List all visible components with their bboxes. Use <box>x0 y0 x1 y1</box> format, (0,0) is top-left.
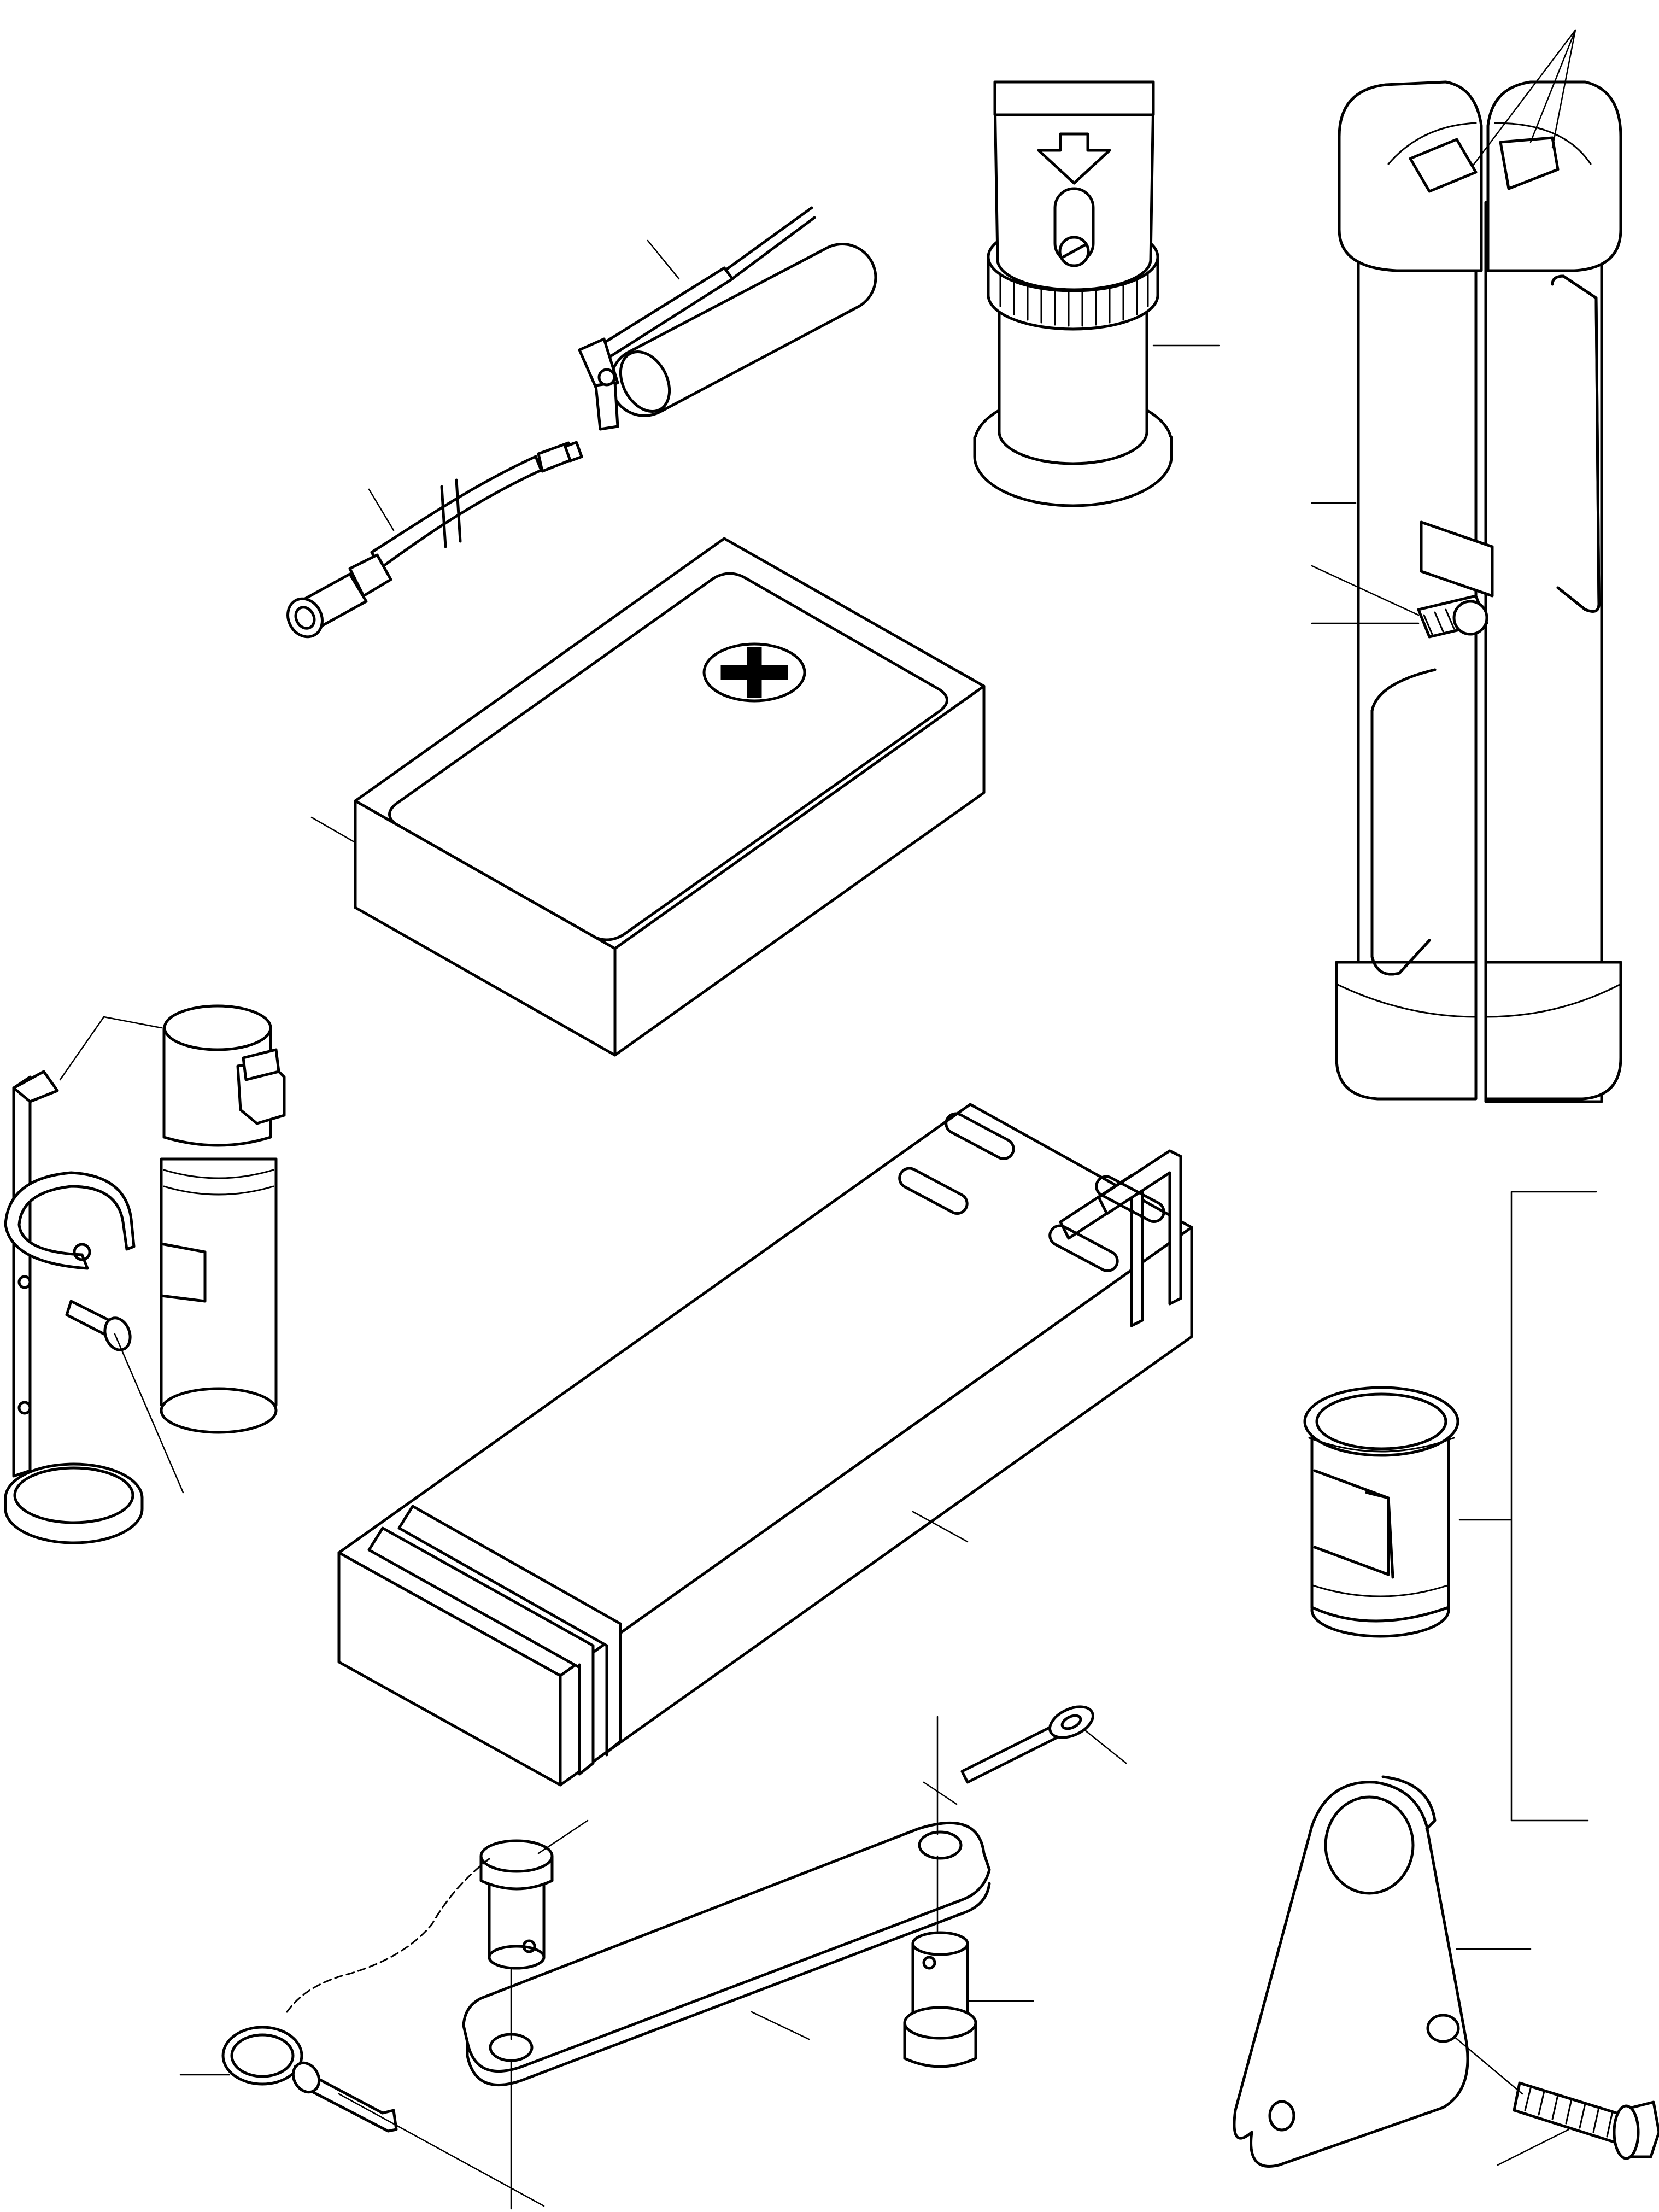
leader-bolt <box>1497 2128 1570 2166</box>
leader-bracket-a <box>59 1016 105 1081</box>
clevis-pin-left <box>479 1839 554 1970</box>
leader-case-1 <box>1471 29 1576 168</box>
grease-gun <box>578 206 877 431</box>
leader-can-bracket <box>1458 1191 1597 1822</box>
hex-bolt <box>1513 2081 1659 2160</box>
leader-case-2 <box>1529 29 1576 143</box>
long-tool-case <box>337 1103 1193 1787</box>
leader-case-screw <box>1311 565 1420 616</box>
tall-case <box>1335 80 1622 1103</box>
cotter-pin <box>960 1705 1094 1784</box>
leader-bolt-to-hole <box>1453 2035 1523 2095</box>
leader-cotter-pin <box>1084 1729 1127 1764</box>
triangular-plate <box>1233 1775 1469 2168</box>
leader-link-bar <box>751 2011 810 2040</box>
first-aid-box <box>354 537 986 1057</box>
leader-clevis-left <box>537 1819 589 1854</box>
extinguisher-bracket <box>4 1004 286 1544</box>
leader-bracket-b <box>103 1016 162 1029</box>
fire-extinguisher-top <box>973 80 1173 507</box>
leader-link-cotter <box>923 1781 958 1805</box>
link-bar <box>462 1821 991 2087</box>
leader-grease-gun <box>647 239 680 280</box>
leader-bracket-screw <box>114 1333 184 1494</box>
leader-grease-hose <box>368 488 395 531</box>
small-can <box>1303 1386 1459 1638</box>
retaining-chain <box>286 1858 490 2013</box>
clevis-pin-right <box>903 1931 977 2068</box>
leader-hitch-pin <box>338 2093 545 2207</box>
leader-case-3 <box>1551 29 1576 149</box>
leader-long-case <box>912 1511 969 1543</box>
grease-hose <box>286 441 583 639</box>
leader-first-aid-box <box>310 816 355 843</box>
hitch-pin-ring <box>221 2026 398 2133</box>
